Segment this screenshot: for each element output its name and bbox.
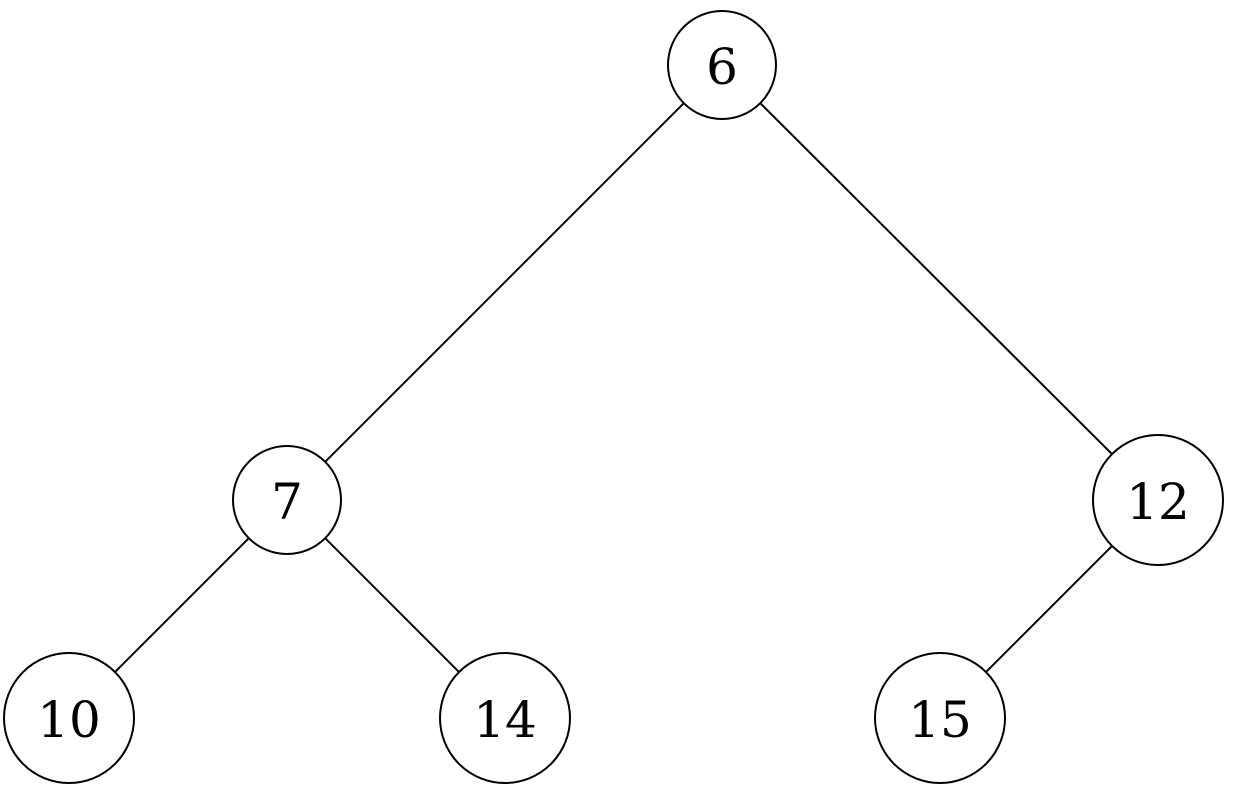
node-circle	[667, 10, 777, 120]
node-label: 12	[1126, 473, 1190, 531]
tree-node-15: 15	[874, 652, 1006, 784]
tree-edge-n6-n12	[759, 102, 1113, 455]
tree-edge-n7-n10	[114, 537, 250, 673]
tree-edge-n7-n14	[324, 537, 460, 673]
node-circle	[1092, 434, 1224, 566]
tree-edge-n12-n15	[985, 545, 1113, 673]
edges-layer	[114, 102, 1113, 673]
node-circle	[439, 652, 571, 784]
tree-edge-n6-n7	[324, 102, 685, 463]
node-label: 6	[706, 38, 738, 96]
tree-node-12: 12	[1092, 434, 1224, 566]
node-label: 10	[37, 691, 101, 749]
tree-node-7: 7	[232, 445, 342, 555]
tree-node-10: 10	[3, 652, 135, 784]
node-circle	[232, 445, 342, 555]
node-circle	[874, 652, 1006, 784]
node-label: 7	[271, 473, 303, 531]
nodes-layer: 6 7 12 10 14 15	[3, 10, 1224, 784]
node-circle	[3, 652, 135, 784]
tree-node-14: 14	[439, 652, 571, 784]
node-label: 14	[473, 691, 537, 749]
tree-node-6: 6	[667, 10, 777, 120]
node-label: 15	[908, 691, 972, 749]
